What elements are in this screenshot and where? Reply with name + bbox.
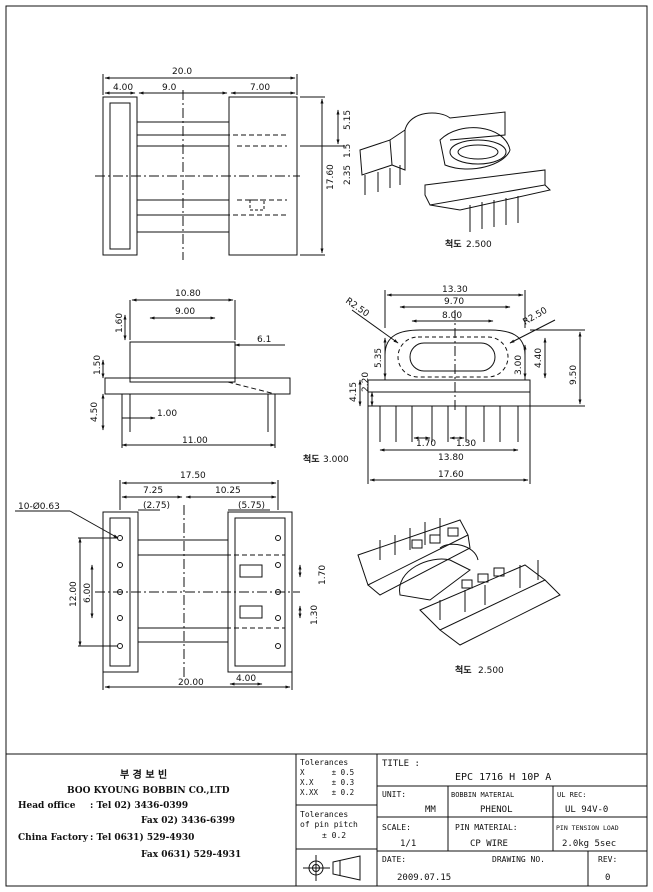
unit-label: UNIT: bbox=[382, 790, 406, 799]
dim-label: 1.30 bbox=[310, 605, 320, 625]
pin-tension-label: PIN TENSION LOAD bbox=[556, 824, 619, 832]
dim-label: 1.00 bbox=[157, 409, 177, 419]
scale-value: 3.000 bbox=[323, 455, 349, 465]
scale-label: 척도 bbox=[303, 453, 320, 465]
scale-label: 척도 bbox=[445, 238, 462, 250]
dim-label: 6.00 bbox=[83, 583, 93, 603]
dim-label: 1.60 bbox=[115, 313, 125, 333]
dim-label: 1.5 bbox=[343, 144, 353, 158]
sheet-border bbox=[5, 5, 648, 887]
dim-label: 5.15 bbox=[343, 110, 353, 130]
bobbin-material-label: BOBBIN MATERIAL bbox=[451, 791, 514, 799]
dim-label: 13.30 bbox=[442, 285, 468, 295]
dim-label: 17.60 bbox=[326, 164, 336, 190]
dim-label: R2.50 bbox=[343, 296, 370, 319]
tolerance-row: X.X ± 0.3 bbox=[300, 778, 354, 787]
pin-tolerance-label: Tolerances bbox=[300, 810, 348, 819]
scale-field-value: 1/1 bbox=[400, 839, 416, 849]
dim-label: 13.80 bbox=[438, 453, 464, 463]
dim-label: 17.50 bbox=[180, 471, 206, 481]
title-value: EPC 1716 H 10P A bbox=[455, 772, 551, 783]
rev-label: REV: bbox=[598, 855, 617, 864]
scale-field-label: SCALE: bbox=[382, 823, 411, 832]
dim-label: 1.30 bbox=[456, 439, 476, 449]
dim-label: 5.35 bbox=[374, 348, 384, 368]
china-factory-label: China Factory bbox=[18, 833, 89, 843]
company-name: BOO KYOUNG BOBBIN CO.,LTD bbox=[67, 786, 230, 796]
dim-label: 12.00 bbox=[69, 581, 79, 607]
pin-tolerance-label: of pin pitch bbox=[300, 820, 358, 829]
dim-label: 4.00 bbox=[236, 674, 256, 684]
dim-label: 20.0 bbox=[172, 67, 192, 77]
ul-rec-label: UL REC: bbox=[557, 791, 587, 799]
pin-material-value: CP WIRE bbox=[470, 839, 508, 849]
head-office-label: Head office bbox=[18, 801, 76, 811]
tolerance-row: X.XX ± 0.2 bbox=[300, 788, 354, 797]
dim-label: (2.75) bbox=[143, 501, 170, 511]
dim-label: 4.40 bbox=[534, 348, 544, 368]
scale-value: 2.500 bbox=[466, 240, 492, 250]
dim-label: 7.25 bbox=[143, 486, 163, 496]
dim-label: (5.75) bbox=[238, 501, 265, 511]
dim-label: 1.70 bbox=[318, 565, 328, 585]
dim-label: 4.50 bbox=[90, 402, 100, 422]
dim-label: 4.15 bbox=[349, 382, 359, 402]
company-name-korean: 부 경 보 빈 bbox=[120, 768, 167, 781]
dim-label: 1.50 bbox=[93, 355, 103, 375]
isometric-top-view bbox=[359, 111, 551, 232]
title-block bbox=[6, 753, 647, 886]
dim-label: 9.0 bbox=[162, 83, 177, 93]
dim-label: 9.70 bbox=[444, 297, 464, 307]
head-office-tel: : Tel 02) 3436-0399 bbox=[90, 800, 188, 811]
dim-label: 11.00 bbox=[182, 436, 208, 446]
bottom-view bbox=[15, 480, 302, 690]
scale-value: 2.500 bbox=[478, 666, 504, 676]
drawing-no-label: DRAWING NO. bbox=[492, 855, 545, 864]
dim-label: 3.00 bbox=[514, 355, 524, 375]
date-label: DATE: bbox=[382, 855, 406, 864]
dim-label: 17.60 bbox=[438, 470, 464, 480]
pin-holes bbox=[117, 535, 281, 649]
pin-tolerance-value: ± 0.2 bbox=[322, 831, 346, 840]
dim-label: 2.35 bbox=[343, 165, 353, 185]
side-view bbox=[351, 290, 585, 484]
dim-label: 8.00 bbox=[442, 311, 462, 321]
dim-label: 7.00 bbox=[250, 83, 270, 93]
dim-label: 10.25 bbox=[215, 486, 241, 496]
dim-label: 10-Ø0.63 bbox=[18, 501, 60, 512]
dim-label: 6.1 bbox=[257, 335, 271, 345]
dim-label: 4.00 bbox=[113, 83, 133, 93]
bobbin-material-value: PHENOL bbox=[480, 805, 513, 815]
dim-label: 10.80 bbox=[175, 289, 201, 299]
dim-label: 9.00 bbox=[175, 307, 195, 317]
top-view bbox=[95, 74, 345, 260]
dim-label: R2.50 bbox=[522, 306, 550, 328]
front-view bbox=[101, 298, 291, 448]
pin-tension-value: 2.0kg 5sec bbox=[562, 839, 616, 849]
pin-material-label: PIN MATERIAL: bbox=[455, 823, 518, 832]
dim-label: 2.20 bbox=[361, 372, 371, 392]
scale-label: 척도 bbox=[455, 664, 472, 676]
rev-value: 0 bbox=[605, 873, 610, 883]
dim-label: 1.70 bbox=[416, 439, 436, 449]
unit-value: MM bbox=[425, 805, 436, 815]
tolerances-label: Tolerances bbox=[300, 758, 348, 767]
isometric-bottom-view bbox=[357, 518, 561, 646]
date-value: 2009.07.15 bbox=[397, 873, 451, 883]
dim-label: 9.50 bbox=[569, 365, 579, 385]
tolerance-row: X ± 0.5 bbox=[300, 768, 354, 777]
china-factory-fax: Fax 0631) 529-4931 bbox=[141, 849, 241, 860]
title-label: TITLE : bbox=[382, 759, 420, 769]
china-factory-tel: : Tel 0631) 529-4930 bbox=[90, 832, 194, 843]
head-office-fax: Fax 02) 3436-6399 bbox=[141, 815, 235, 826]
dim-label: 20.00 bbox=[178, 678, 204, 688]
ul-rec-value: UL 94V-0 bbox=[565, 805, 608, 815]
